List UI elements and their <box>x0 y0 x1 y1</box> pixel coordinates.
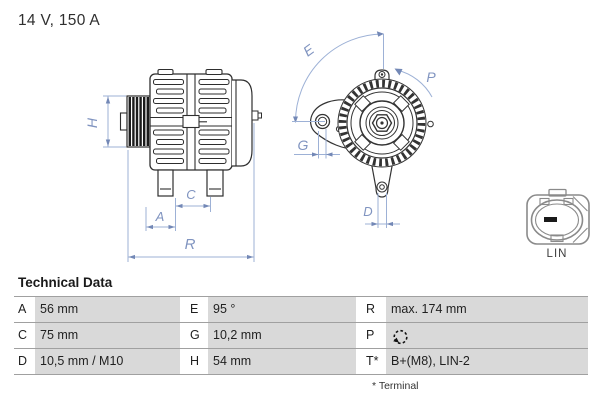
rotation-direction-icon <box>393 330 408 345</box>
tech-label-cell: H <box>186 349 208 374</box>
fan-blades <box>354 95 410 151</box>
rear-cover <box>232 79 253 167</box>
left-lug <box>310 99 359 150</box>
tech-label-cell: D <box>14 349 35 374</box>
tech-label-cell: T* <box>362 349 386 374</box>
tech-data-heading: Technical Data <box>18 275 113 290</box>
tech-value-cell: 10,5 mm / M10 <box>35 349 180 374</box>
connector-body <box>526 194 590 245</box>
tech-value-cell: 10,2 mm <box>208 323 356 348</box>
tech-value-cell: 95 ° <box>208 297 356 322</box>
dim-label-h: H <box>84 117 100 128</box>
technical-drawing: H A C R <box>84 31 590 262</box>
mounting-foot-left <box>157 169 174 197</box>
front-view-dimensions <box>292 31 433 228</box>
connector-label: LIN <box>547 248 568 260</box>
table-row: A 56 mm E 95 ° R max. 174 mm <box>14 296 588 322</box>
tech-value-cell: max. 174 mm <box>386 297 588 322</box>
tech-label-cell: E <box>186 297 208 322</box>
dim-label-r: R <box>185 236 196 253</box>
tech-label-cell: A <box>14 297 35 322</box>
cooling-fins <box>153 79 230 164</box>
top-lug <box>374 69 390 80</box>
tech-value-cell: B+(M8), LIN-2 <box>386 349 588 374</box>
dim-label-g: G <box>298 137 309 153</box>
lin-pin <box>544 217 557 222</box>
angle-e-arc <box>295 33 384 123</box>
tech-value-cell: 75 mm <box>35 323 180 348</box>
tech-label-cell: G <box>186 323 208 348</box>
dim-label-e: E <box>300 41 317 60</box>
pulley-grooves <box>128 97 149 146</box>
bottom-lug <box>370 160 394 198</box>
shaft-nut <box>371 114 393 132</box>
dim-label-d: D <box>363 204 372 219</box>
rating-title: 14 V, 150 A <box>18 12 101 29</box>
front-view-drawing <box>310 69 434 198</box>
tech-value-cell: 54 mm <box>208 349 356 374</box>
dim-label-c: C <box>186 187 196 202</box>
dim-label-a: A <box>155 209 165 224</box>
tech-data-table: A 56 mm E 95 ° R max. 174 mm C 75 mm G 1… <box>14 296 588 375</box>
shaft-end <box>119 112 128 131</box>
tech-label-cell: R <box>362 297 386 322</box>
side-view-dimensions <box>103 95 255 262</box>
connector-detail <box>526 188 590 245</box>
mounting-foot-right <box>206 169 224 197</box>
tech-label-cell: P <box>362 323 386 348</box>
tech-value-cell <box>386 323 588 348</box>
tech-label-cell: C <box>14 323 35 348</box>
tech-value-cell: 56 mm <box>35 297 180 322</box>
side-view-drawing <box>119 68 262 197</box>
table-row: D 10,5 mm / M10 H 54 mm T* B+(M8), LIN-2 <box>14 348 588 375</box>
b-plus-terminal-stud <box>251 110 259 121</box>
dim-label-p: P <box>426 69 436 85</box>
terminal-footnote: * Terminal <box>372 380 419 392</box>
table-row: C 75 mm G 10,2 mm P <box>14 322 588 348</box>
